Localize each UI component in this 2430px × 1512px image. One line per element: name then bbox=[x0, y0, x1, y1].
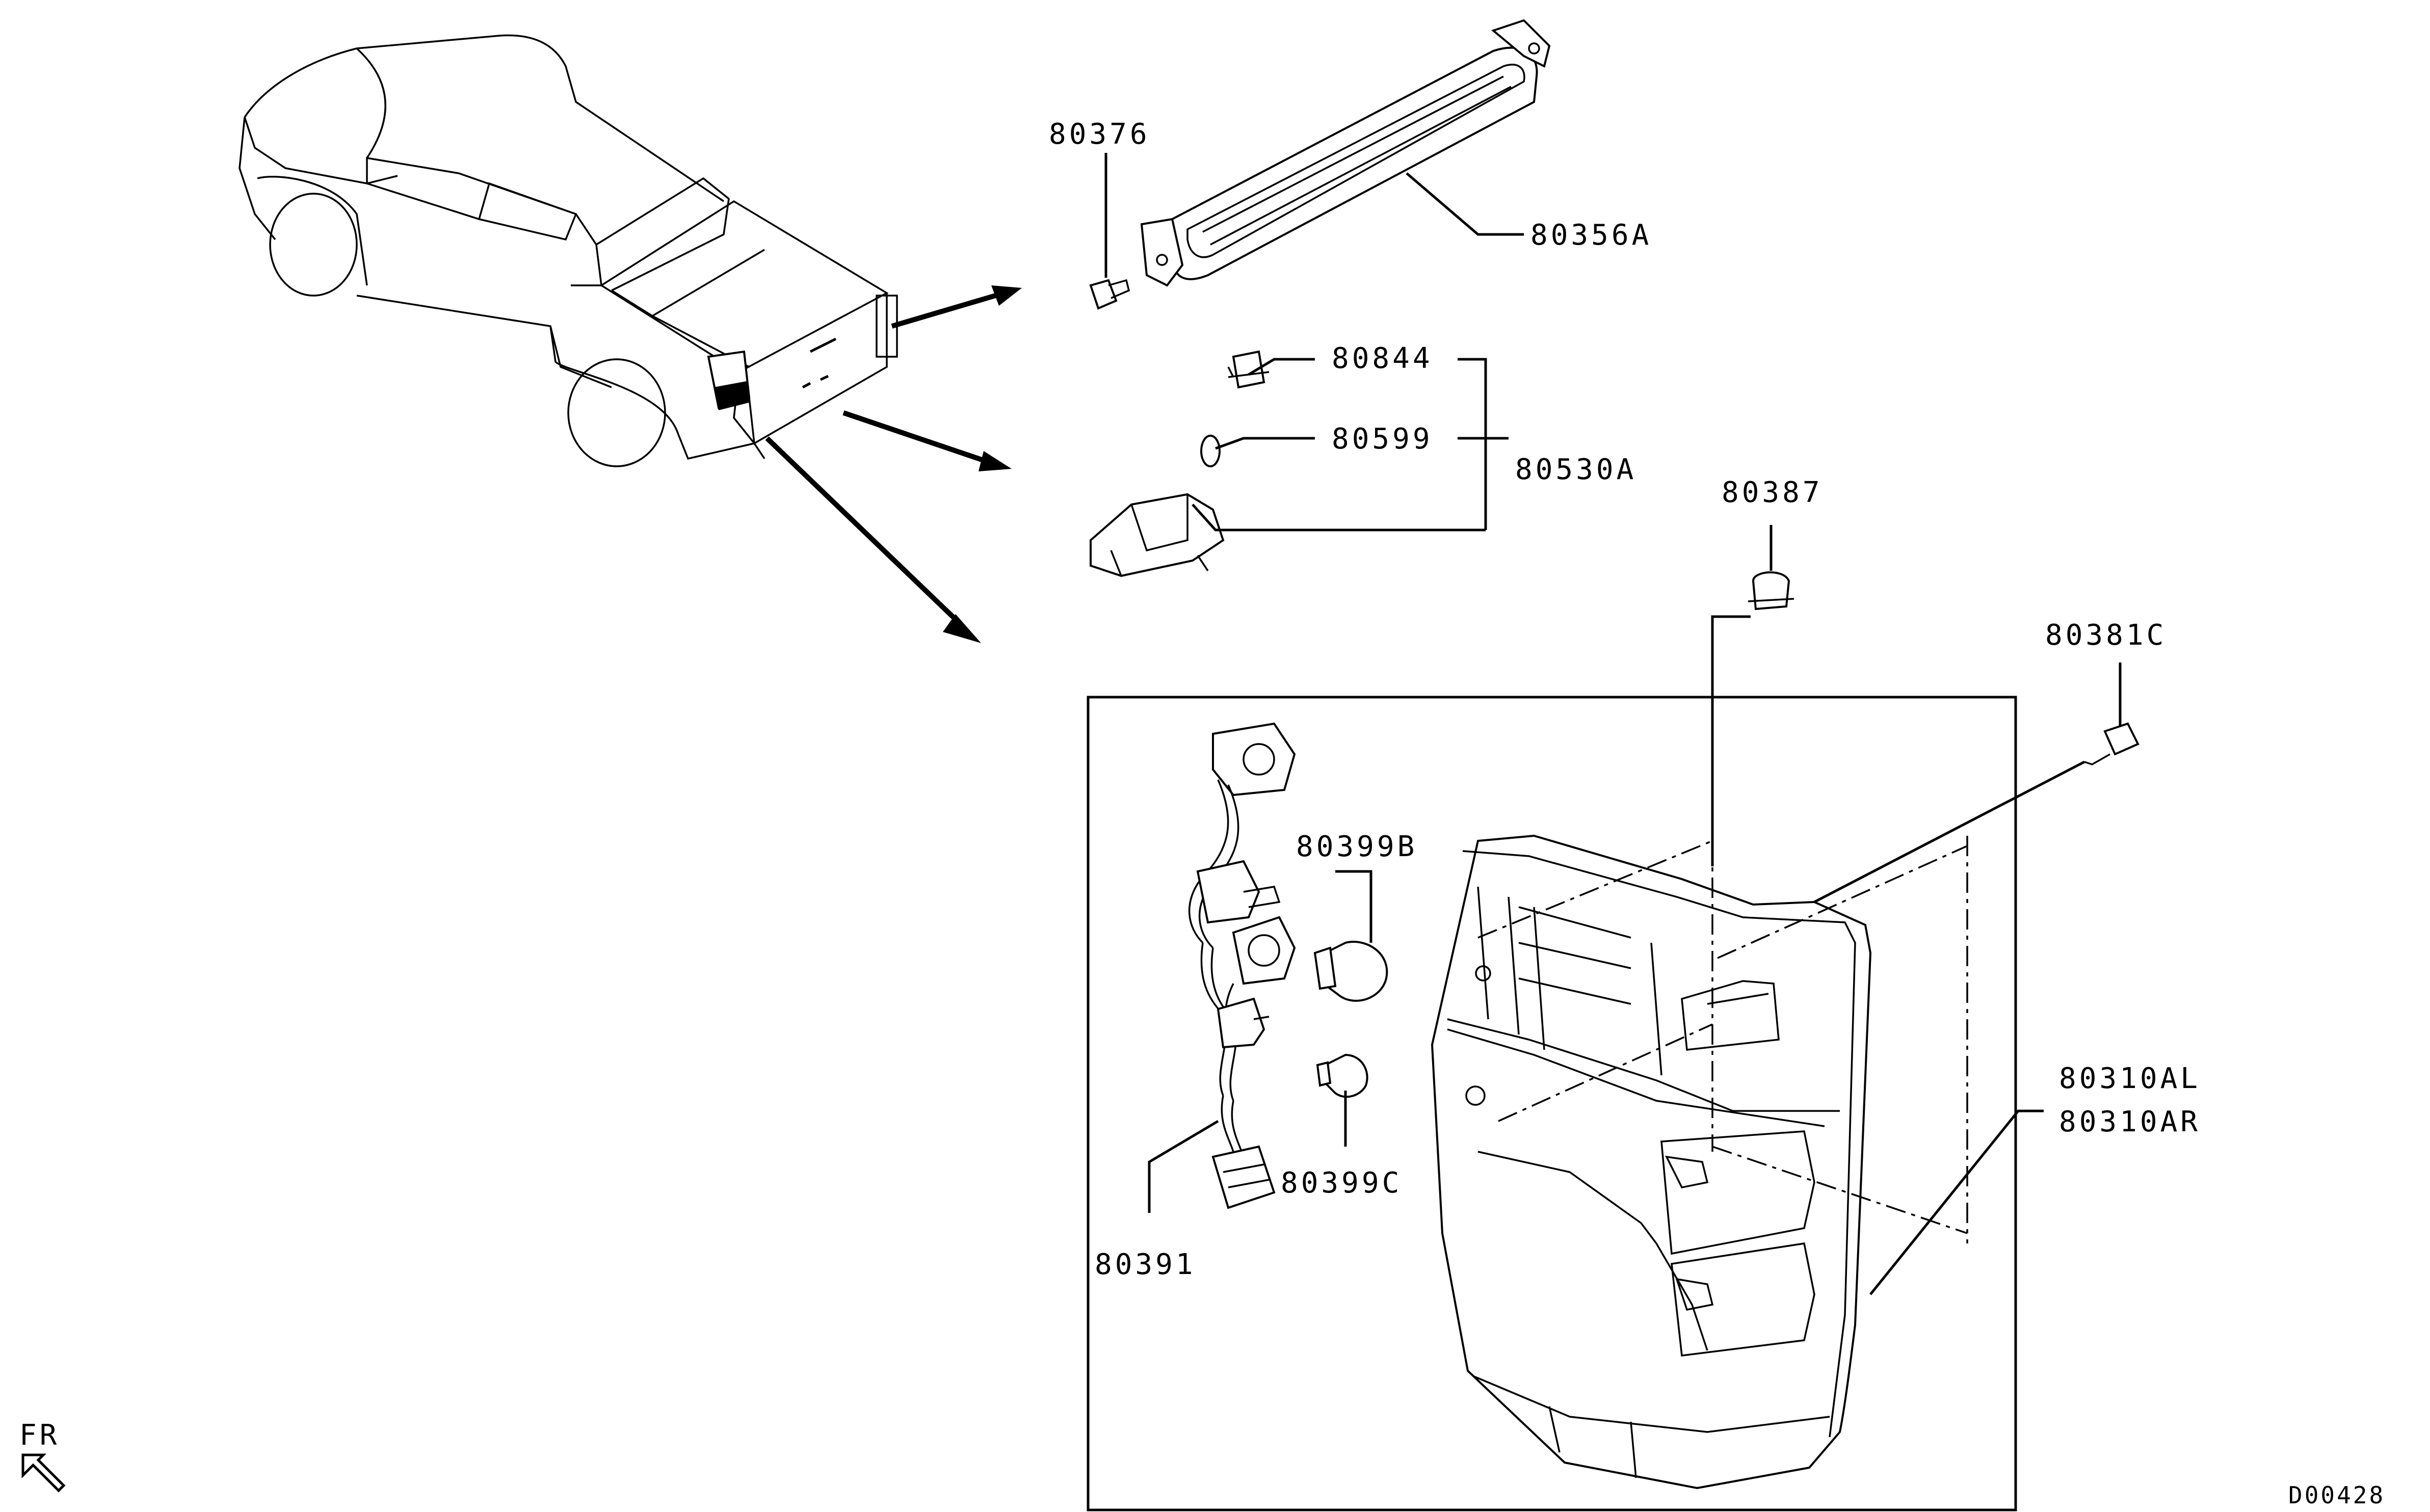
leader-lines-top bbox=[1104, 153, 1524, 278]
callout-arrows bbox=[765, 285, 1022, 643]
label-80376: 80376 bbox=[1049, 118, 1150, 151]
label-80391: 80391 bbox=[1095, 1248, 1196, 1281]
detail-frame bbox=[1087, 696, 2017, 1511]
high-mount-stop-lamp bbox=[1089, 19, 1551, 310]
clip-and-screw bbox=[1711, 525, 2140, 866]
label-80310AR: 80310AR bbox=[2059, 1105, 2201, 1138]
pickup-truck-illustration bbox=[239, 34, 898, 467]
label-80356A: 80356A bbox=[1530, 219, 1652, 252]
label-80310AL: 80310AL bbox=[2059, 1062, 2201, 1095]
label-80381C: 80381C bbox=[2045, 619, 2167, 652]
label-80399B: 80399B bbox=[1296, 830, 1417, 863]
leader-lines-right bbox=[1813, 760, 2085, 1295]
wiring-harness bbox=[1188, 722, 1296, 1209]
license-plate-lamp bbox=[1090, 350, 1270, 577]
combination-tail-lamp bbox=[1431, 834, 1872, 1490]
leader-lines-detail bbox=[1148, 870, 1372, 1213]
diagram-code: D00428 bbox=[2288, 1481, 2385, 1509]
bulbs bbox=[1313, 941, 1388, 1098]
leader-lines-plate bbox=[1192, 358, 1509, 532]
label-80399C: 80399C bbox=[1281, 1166, 1402, 1200]
label-80599: 80599 bbox=[1332, 422, 1433, 456]
label-80530A: 80530A bbox=[1515, 453, 1636, 486]
front-direction-label: FR bbox=[19, 1419, 60, 1452]
label-80387: 80387 bbox=[1722, 476, 1823, 509]
front-direction-arrow bbox=[21, 1453, 66, 1493]
label-80844: 80844 bbox=[1332, 342, 1433, 375]
